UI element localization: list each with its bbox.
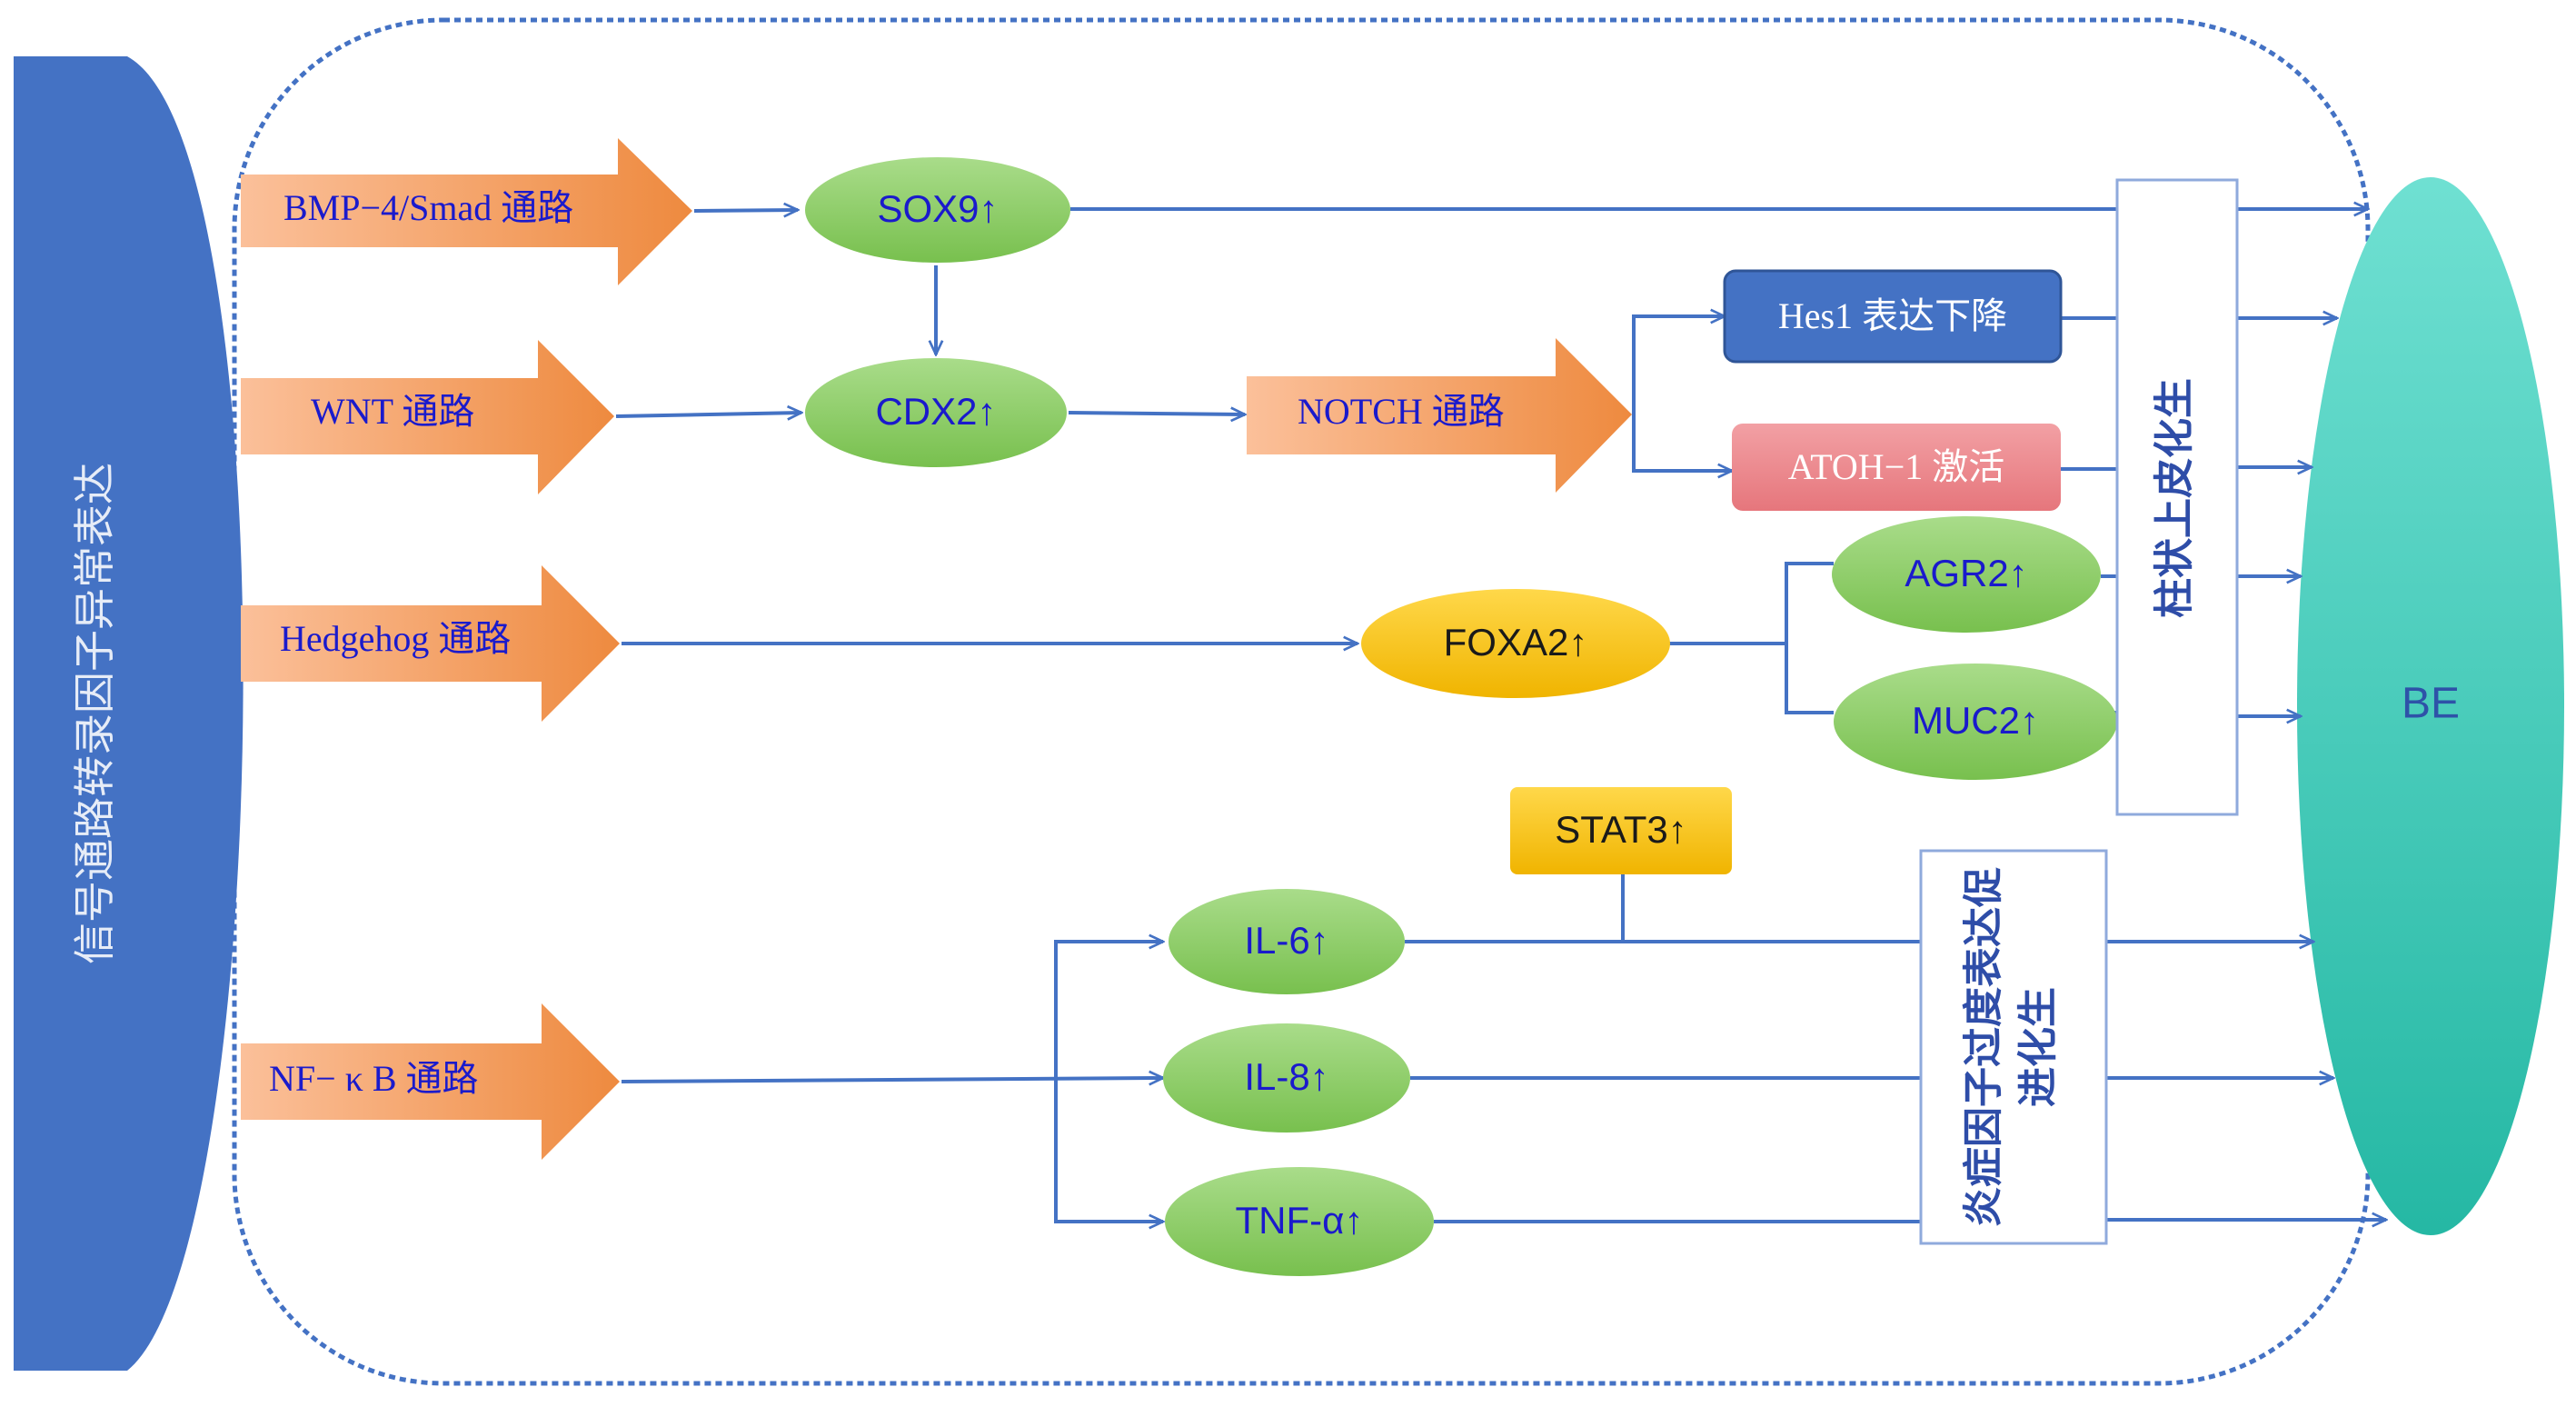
- il6-label: IL-6↑: [1244, 919, 1328, 962]
- nfkb-pathway-arrow: [241, 1003, 620, 1160]
- bmp-pathway-label: BMP−4/Smad 通路: [283, 187, 573, 228]
- stat3-node: [1510, 787, 1732, 874]
- bmp-pathway-arrow: [241, 138, 692, 285]
- muc2-label: MUC2↑: [1912, 699, 2039, 742]
- inflammatory-factor-box: [1919, 849, 2108, 1245]
- hes1-label: Hes1 表达下降: [1778, 295, 2007, 336]
- be-ellipse: [2297, 177, 2564, 1235]
- be-label: BE: [2402, 680, 2460, 728]
- inflammatory-factor-label-line2: 进化生: [2016, 987, 2061, 1107]
- agr2-label: AGR2↑: [1905, 552, 2027, 594]
- notch-pathway-label: NOTCH 通路: [1298, 391, 1505, 432]
- columnar-metaplasia-label: 柱状上皮化生: [2153, 378, 2197, 618]
- tnfa-label: TNF-α↑: [1236, 1199, 1364, 1242]
- side-panel-label: 信号通路转录因子异常表达: [71, 463, 118, 964]
- atoh1-box: [1732, 424, 2061, 511]
- cdx2-label: CDX2↑: [875, 390, 996, 433]
- wnt-pathway-label: WNT 通路: [311, 391, 474, 432]
- atoh1-label: ATOH−1 激活: [1788, 446, 2005, 487]
- cdx2-node: [805, 358, 1067, 467]
- foxa2-node: [1361, 589, 1670, 698]
- sox9-node: [805, 157, 1070, 263]
- side-panel: [14, 56, 244, 1371]
- hedgehog-pathway-label: Hedgehog 通路: [280, 618, 511, 659]
- wnt-pathway-arrow: [241, 340, 614, 494]
- connector-lines: [615, 209, 2386, 1222]
- il8-node: [1163, 1023, 1410, 1133]
- nfkb-pathway-label: NF− κ B 通路: [269, 1058, 479, 1099]
- hes1-box: [1723, 269, 2063, 364]
- tnfa-node: [1165, 1167, 1434, 1276]
- stat3-label: STAT3↑: [1555, 808, 1686, 851]
- muc2-node: [1834, 664, 2117, 780]
- notch-pathway-arrow: [1247, 338, 1632, 493]
- il6-node: [1169, 889, 1405, 994]
- inflammatory-factor-label-line1: 炎症因子过度表达促: [1962, 867, 2006, 1227]
- columnar-metaplasia-box: [2115, 178, 2239, 816]
- foxa2-label: FOXA2↑: [1444, 621, 1588, 664]
- sox9-label: SOX9↑: [877, 187, 998, 230]
- il8-label: IL-8↑: [1244, 1055, 1328, 1098]
- hedgehog-pathway-arrow: [241, 565, 620, 722]
- agr2-node: [1832, 516, 2101, 633]
